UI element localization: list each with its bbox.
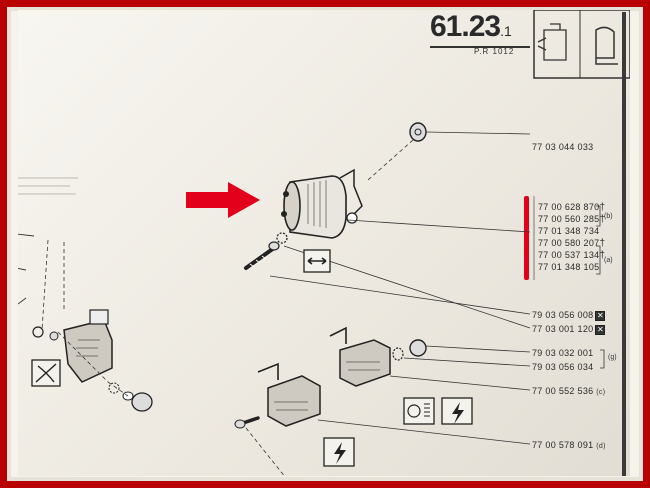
part-number-5: 77 00 580 207† — [538, 238, 606, 249]
lightning-symbol-icon — [441, 397, 473, 425]
part-number-13: 77 00 578 091 (d) — [532, 440, 606, 450]
note-g: (g) — [608, 354, 617, 361]
screw-top-icon — [409, 122, 531, 142]
highlight-bar — [524, 196, 529, 280]
lower-switch-icon — [234, 362, 531, 476]
red-arrow-icon — [186, 182, 260, 218]
no-hand-symbol-icon — [31, 359, 61, 387]
page-binding-edge — [622, 12, 626, 476]
upper-switch-icon — [329, 326, 531, 391]
part-number-11: 79 03 056 034 — [532, 362, 594, 372]
title-underline — [430, 46, 530, 48]
revision-label: P.R 1012 — [474, 47, 515, 56]
part-number-2: 77 00 628 870† — [538, 202, 606, 213]
part-number-4: 77 01 348 734 — [538, 226, 600, 236]
part-number-8: 79 03 056 008✕ — [532, 310, 606, 321]
part-number-7: 77 01 348 105 — [538, 262, 600, 272]
star-washer-icon — [276, 232, 288, 244]
catalog-page: 61.23.1 P.R 1012 77 03 044 033 77 00 628… — [18, 10, 630, 476]
motor-component-icon — [281, 168, 531, 239]
header-icon-box — [533, 10, 630, 79]
relay-symbol-icon — [403, 397, 435, 425]
note-a: (a) — [604, 257, 613, 264]
section-title: 61.23.1 — [430, 10, 512, 43]
lightning-symbol-lower-icon — [323, 437, 355, 467]
adjust-symbol-icon — [303, 249, 331, 273]
part-number-12: 77 00 552 536 (c) — [532, 386, 606, 396]
part-number-1: 77 03 044 033 — [532, 142, 594, 152]
part-number-9: 77 03 001 120✕ — [532, 324, 606, 335]
screw-icon — [244, 241, 280, 270]
left-switch-icon — [18, 233, 153, 412]
note-b: (b) — [604, 213, 613, 220]
part-number-10: 79 03 032 001 — [532, 348, 594, 358]
part-number-6: 77 00 537 134† — [538, 250, 606, 261]
parts-diagram — [18, 10, 630, 476]
part-number-3: 77 00 560 285† — [538, 214, 606, 225]
